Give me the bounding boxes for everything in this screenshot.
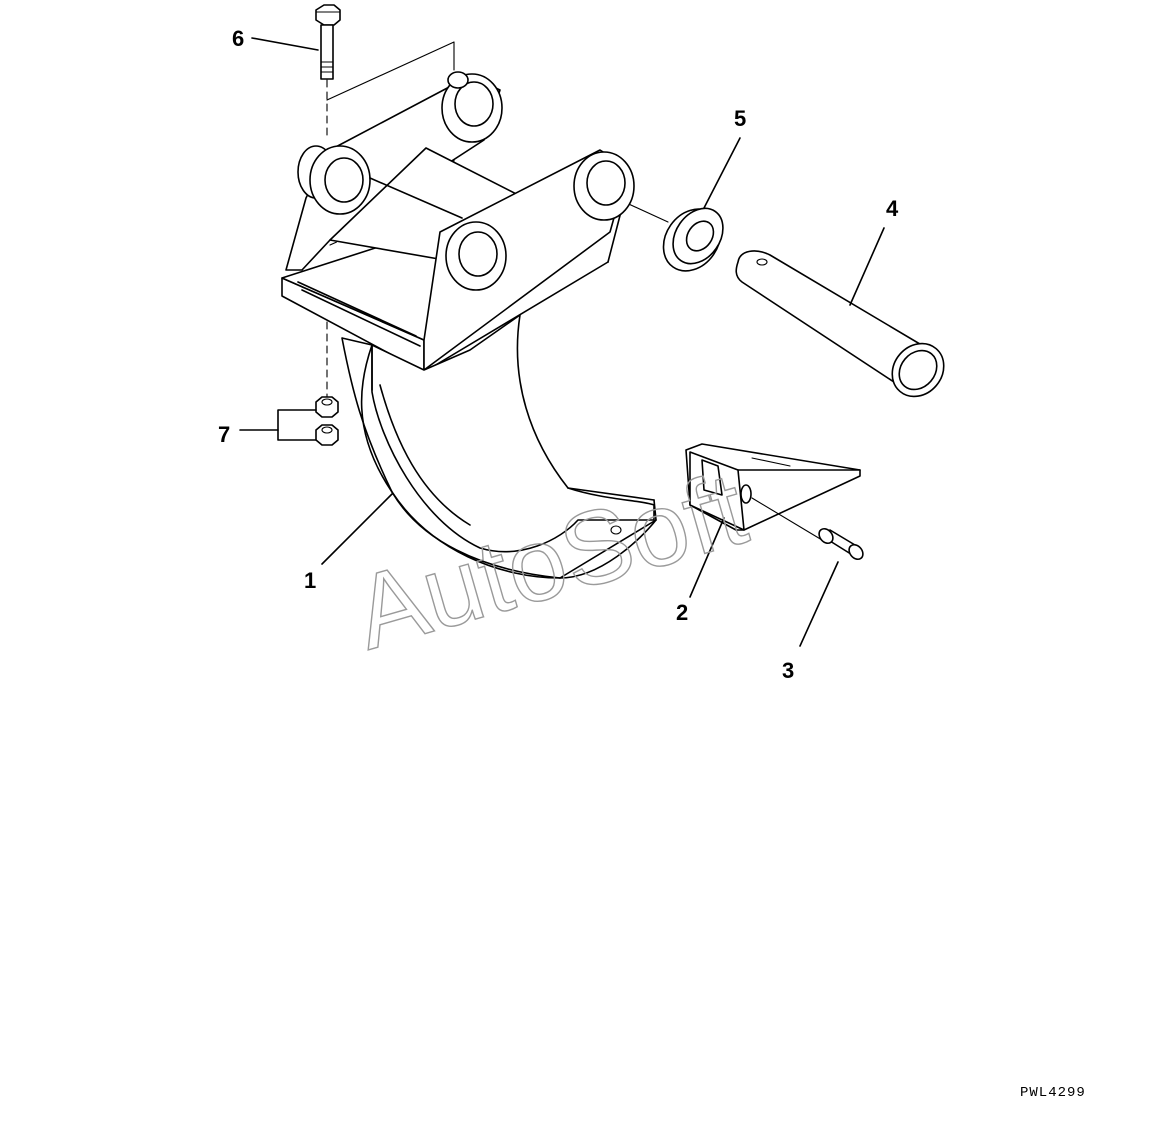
ripper-shank-part[interactable] [281, 71, 657, 579]
callout-7: 7 [218, 422, 230, 447]
nut-parts[interactable] [315, 396, 339, 446]
callout-5: 5 [734, 106, 746, 131]
leader-lines [239, 37, 885, 647]
callout-6: 6 [232, 26, 244, 51]
callout-2: 2 [676, 600, 688, 625]
lock-pin-part[interactable] [751, 497, 866, 562]
bolt-part[interactable] [315, 4, 341, 399]
callout-3: 3 [782, 658, 794, 683]
pin-part[interactable] [735, 250, 954, 407]
callout-1: 1 [304, 568, 316, 593]
drawing-code: PWL4299 [1020, 1085, 1086, 1101]
washer-part[interactable] [652, 198, 733, 282]
tooth-part[interactable] [685, 443, 861, 531]
callout-4: 4 [886, 196, 899, 221]
